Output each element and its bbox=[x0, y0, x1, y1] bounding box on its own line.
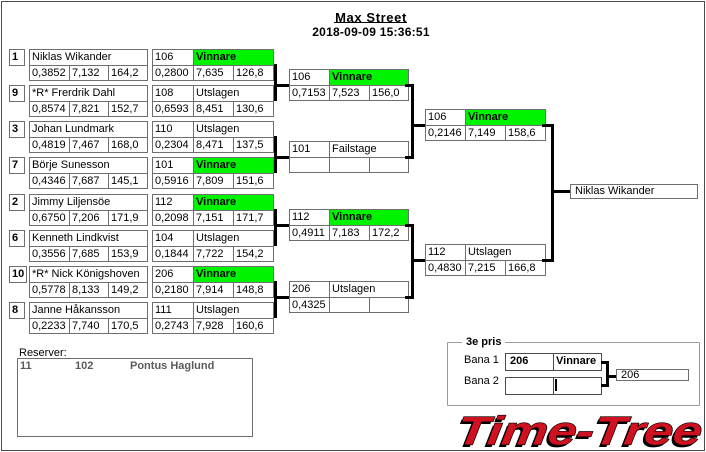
svg-text:Time-Tree: Time-Tree bbox=[454, 408, 705, 452]
svg-text:Time-Tree: Time-Tree bbox=[452, 411, 703, 452]
